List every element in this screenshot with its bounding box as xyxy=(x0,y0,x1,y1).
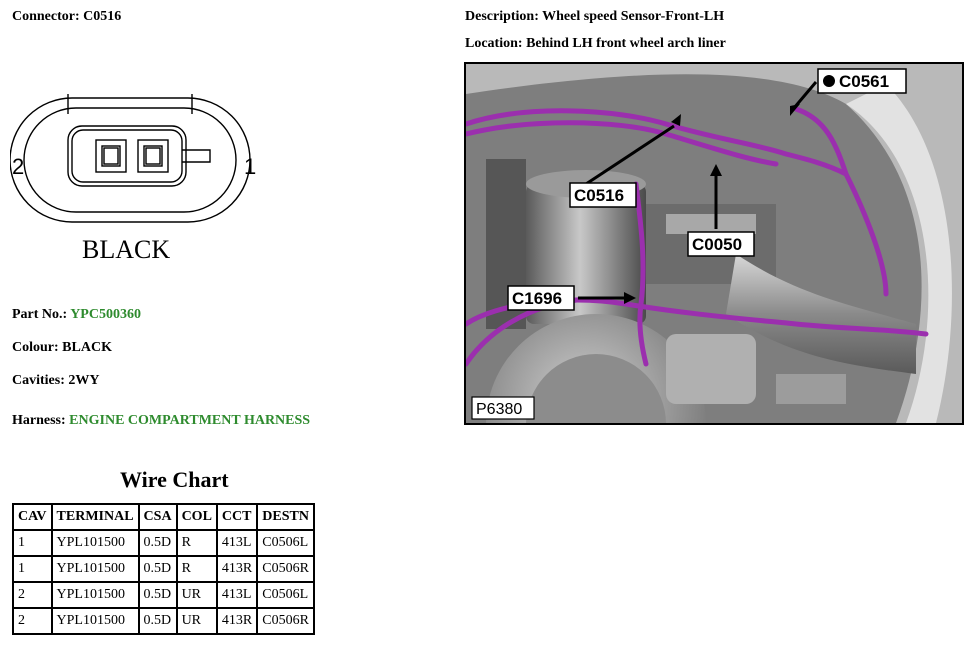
pin-2-label: 2 xyxy=(12,154,24,179)
cell-cct: 413L xyxy=(215,529,259,557)
cavities-value: 2WY xyxy=(68,373,100,388)
header-col: COL xyxy=(175,503,218,531)
connector-line: Connector: C0516 xyxy=(12,9,121,25)
cell-terminal: YPL101500 xyxy=(50,555,140,583)
cell-col: R xyxy=(175,529,218,557)
pin-1-label: 1 xyxy=(244,154,256,179)
callout-c0561: C0561 xyxy=(839,72,889,91)
colour-label: Colour: xyxy=(12,340,59,355)
cell-terminal: YPL101500 xyxy=(50,529,140,557)
cell-csa: 0.5D xyxy=(137,555,178,583)
cell-terminal: YPL101500 xyxy=(50,607,140,635)
cell-csa: 0.5D xyxy=(137,529,178,557)
photo-reference-label: P6380 xyxy=(476,401,522,418)
table-row: 1 YPL101500 0.5D R 413L C0506L xyxy=(12,529,315,557)
part-no-label: Part No.: xyxy=(12,307,68,322)
description-label: Description: xyxy=(465,9,539,24)
location-value: Behind LH front wheel arch liner xyxy=(526,36,726,51)
cavities-label: Cavities: xyxy=(12,373,65,388)
cell-cav: 1 xyxy=(12,555,53,583)
cell-col: UR xyxy=(175,607,218,635)
description-line: Description: Wheel speed Sensor-Front-LH xyxy=(465,9,724,25)
connector-label: Connector: xyxy=(12,9,80,24)
colour-value: BLACK xyxy=(62,340,112,355)
cell-terminal: YPL101500 xyxy=(50,581,140,609)
cell-destn: C0506L xyxy=(256,529,315,557)
cell-cct: 413R xyxy=(215,607,259,635)
cell-col: UR xyxy=(175,581,218,609)
cell-cct: 413L xyxy=(215,581,259,609)
colour-line: Colour: BLACK xyxy=(12,340,112,356)
cell-csa: 0.5D xyxy=(137,607,178,635)
header-terminal: TERMINAL xyxy=(50,503,140,531)
header-cav: CAV xyxy=(12,503,53,531)
part-no-link[interactable]: YPC500360 xyxy=(70,307,141,322)
description-value: Wheel speed Sensor-Front-LH xyxy=(542,9,725,24)
cell-destn: C0506R xyxy=(256,607,315,635)
location-label: Location: xyxy=(465,36,523,51)
wire-chart-title: Wire Chart xyxy=(120,467,229,492)
colour-diagram-text: BLACK xyxy=(82,235,170,264)
location-line: Location: Behind LH front wheel arch lin… xyxy=(465,36,726,52)
engine-bay-illustration: C0561 C0516 C0050 C1696 P6380 xyxy=(466,64,962,423)
harness-line: Harness: ENGINE COMPARTMENT HARNESS xyxy=(12,413,310,429)
wire-chart-header-row: CAV TERMINAL CSA COL CCT DESTN xyxy=(12,503,315,531)
connector-face-diagram: 2 1 BLACK xyxy=(10,94,256,264)
location-photo: C0561 C0516 C0050 C1696 P6380 xyxy=(464,62,964,425)
cell-cav: 2 xyxy=(12,607,53,635)
cell-csa: 0.5D xyxy=(137,581,178,609)
header-csa: CSA xyxy=(137,503,178,531)
wire-chart-table: CAV TERMINAL CSA COL CCT DESTN 1 YPL1015… xyxy=(12,503,315,635)
harness-link[interactable]: ENGINE COMPARTMENT HARNESS xyxy=(69,413,311,428)
callout-c1696: C1696 xyxy=(512,289,562,308)
part-no-line: Part No.: YPC500360 xyxy=(12,307,141,323)
connector-value: C0516 xyxy=(83,9,122,24)
cavities-line: Cavities: 2WY xyxy=(12,373,100,389)
header-cct: CCT xyxy=(215,503,259,531)
cell-destn: C0506R xyxy=(256,555,315,583)
cell-col: R xyxy=(175,555,218,583)
table-row: 2 YPL101500 0.5D UR 413L C0506L xyxy=(12,581,315,609)
table-row: 2 YPL101500 0.5D UR 413R C0506R xyxy=(12,607,315,635)
cell-destn: C0506L xyxy=(256,581,315,609)
harness-label: Harness: xyxy=(12,413,66,428)
cell-cct: 413R xyxy=(215,555,259,583)
cell-cav: 1 xyxy=(12,529,53,557)
header-destn: DESTN xyxy=(256,503,315,531)
cell-cav: 2 xyxy=(12,581,53,609)
callout-c0516: C0516 xyxy=(574,186,624,205)
callout-c0050: C0050 xyxy=(692,235,742,254)
table-row: 1 YPL101500 0.5D R 413R C0506R xyxy=(12,555,315,583)
